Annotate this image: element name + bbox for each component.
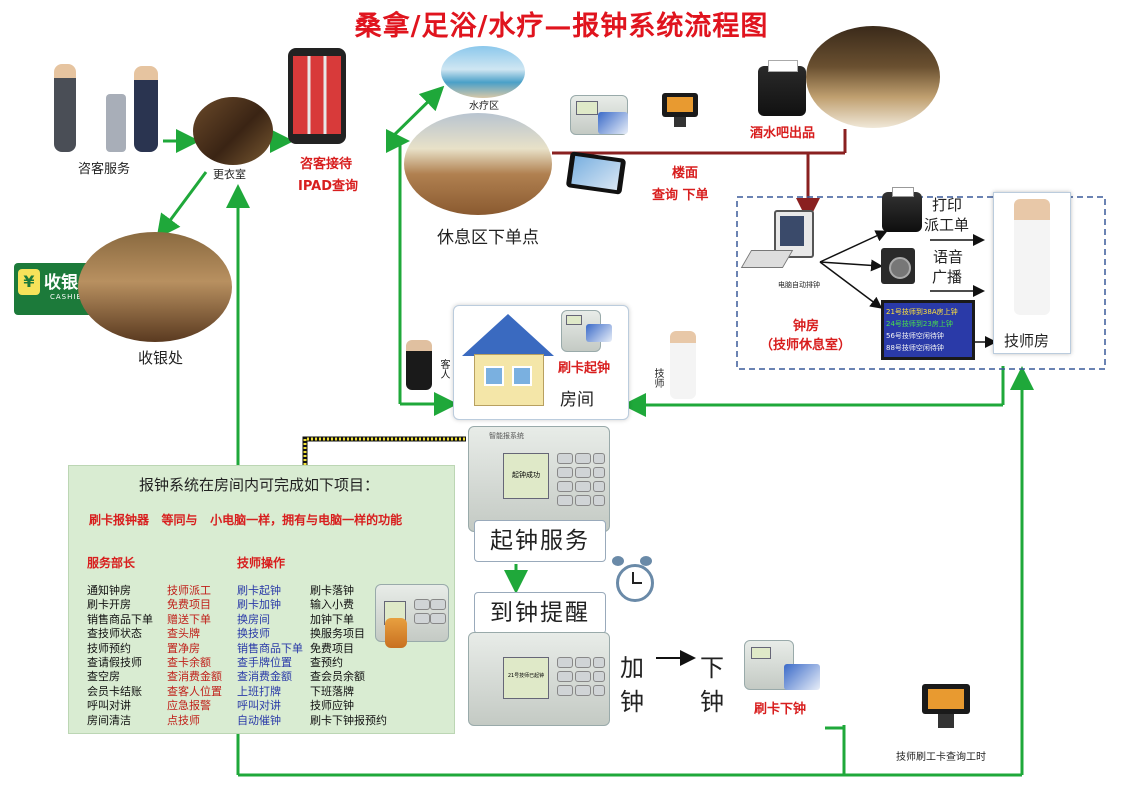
tech-heading: 技师操作 [237,556,286,570]
changing-room-label: 更衣室 [213,168,246,181]
manager-list-2: 技师派工 免费项目 赠送下单 查头牌 置净房 查卡余额 查消费金额 查客人位置 … [167,584,222,727]
speaker-icon [881,248,915,284]
pos-terminal-icon-2 [916,682,976,730]
house-icon [462,314,554,406]
guest-label: 客人 [438,359,449,379]
room-card [453,305,629,420]
card-hand-icon-2 [784,664,820,690]
reception-label: 咨客接待 [300,157,353,172]
panel-highlight: 刷卡报钟器 等同与 小电脑一样，拥有与电脑一样的功能 [89,513,403,527]
add-clock-label-2: 钟 [620,688,644,716]
spa-photo [441,46,525,98]
screen-line: 21号技师到38A房上钟 [886,308,958,316]
swipe-end-label: 刷卡下钟 [754,702,807,717]
lounge-label: 休息区下单点 [437,228,539,248]
card-hand-icon [598,112,628,134]
swipe-start-label: 刷卡起钟 [558,361,611,376]
pos-terminal-icon [658,91,702,129]
computer-label: 电脑自动排钟 [778,281,820,289]
phone-photo [288,48,346,144]
screen-line: 88号技师空闲待钟 [886,344,944,352]
consult-service-label: 咨客服务 [78,162,131,177]
tech-list-2: 刷卡落钟 输入小费 加钟下单 换服务项目 免费项目 查预约 查会员余额 下班落牌… [310,584,387,727]
tech-room-card [993,192,1071,354]
bar-photo [806,26,940,128]
guest-photo [406,340,432,390]
tech-label: 技师 [652,368,663,388]
reminder-label: 到钟提醒 [474,592,606,634]
receipt-printer-icon [758,60,806,116]
off-clock-label-1: 下 [700,654,724,682]
cashier-label: 收银处 [138,349,184,367]
computer-icon [740,208,816,278]
manager-list-1: 通知钟房 刷卡开房 销售商品下单 查技师状态 技师预约 查请假技师 查空房 会员… [87,584,153,727]
room-terminal-1: 智能报系统 起钟成功 [468,426,610,532]
bar-label: 酒水吧出品 [750,126,816,141]
clock-room-sub-label: （技师休息室） [760,338,852,353]
manager-heading: 服务部长 [87,556,136,570]
tech-photo [666,331,700,401]
add-clock-label-1: 加 [620,654,644,682]
voice-label-2: 广播 [932,268,963,286]
clock-room-label: 钟房 [793,319,820,334]
ipad-icon [565,151,627,195]
tech-room-label: 技师房 [1004,332,1050,350]
query-hours-label: 技师刷工卡查询工时 [896,752,986,763]
tech-list-1: 刷卡起钟 刷卡加钟 换房间 换技师 销售商品下单 查手牌位置 查消费金额 上班打… [237,584,303,727]
off-clock-label-2: 钟 [700,688,724,716]
changing-room-photo [193,97,273,165]
screen-line: 24号技师到23房上钟 [886,320,953,328]
print-label-2: 派工单 [924,216,970,234]
panel-card-reader-icon [375,584,449,642]
printer-icon [882,187,922,232]
screen-line: 56号技师空闲待钟 [886,332,944,340]
cashier-photo [78,232,232,342]
spa-label: 水疗区 [469,101,499,112]
floor-query-label: 查询 下单 [652,188,709,203]
room-terminal-2: 21号技师已起钟 [468,632,610,726]
ipad-query-label: IPAD查询 [298,179,359,194]
panel-heading: 报钟系统在房间内可完成如下项目： [139,476,380,494]
display-screen: 21号技师到38A房上钟 24号技师到23房上钟 56号技师空闲待钟 88号技师… [881,300,975,360]
start-service-label: 起钟服务 [474,520,606,562]
features-panel: 报钟系统在房间内可完成如下项目： 刷卡报钟器 等同与 小电脑一样，拥有与电脑一样… [68,465,455,734]
lounge-photo [404,113,552,215]
receptionist-photo [46,54,166,154]
print-label-1: 打印 [932,196,963,214]
voice-label-1: 语音 [933,248,964,266]
alarm-clock-icon [612,556,654,602]
floor-label: 楼面 [672,166,699,181]
page-title: 桑拿/足浴/水疗—报钟系统流程图 [354,11,769,42]
room-label: 房间 [560,390,594,410]
panel-hand-card [385,618,407,648]
